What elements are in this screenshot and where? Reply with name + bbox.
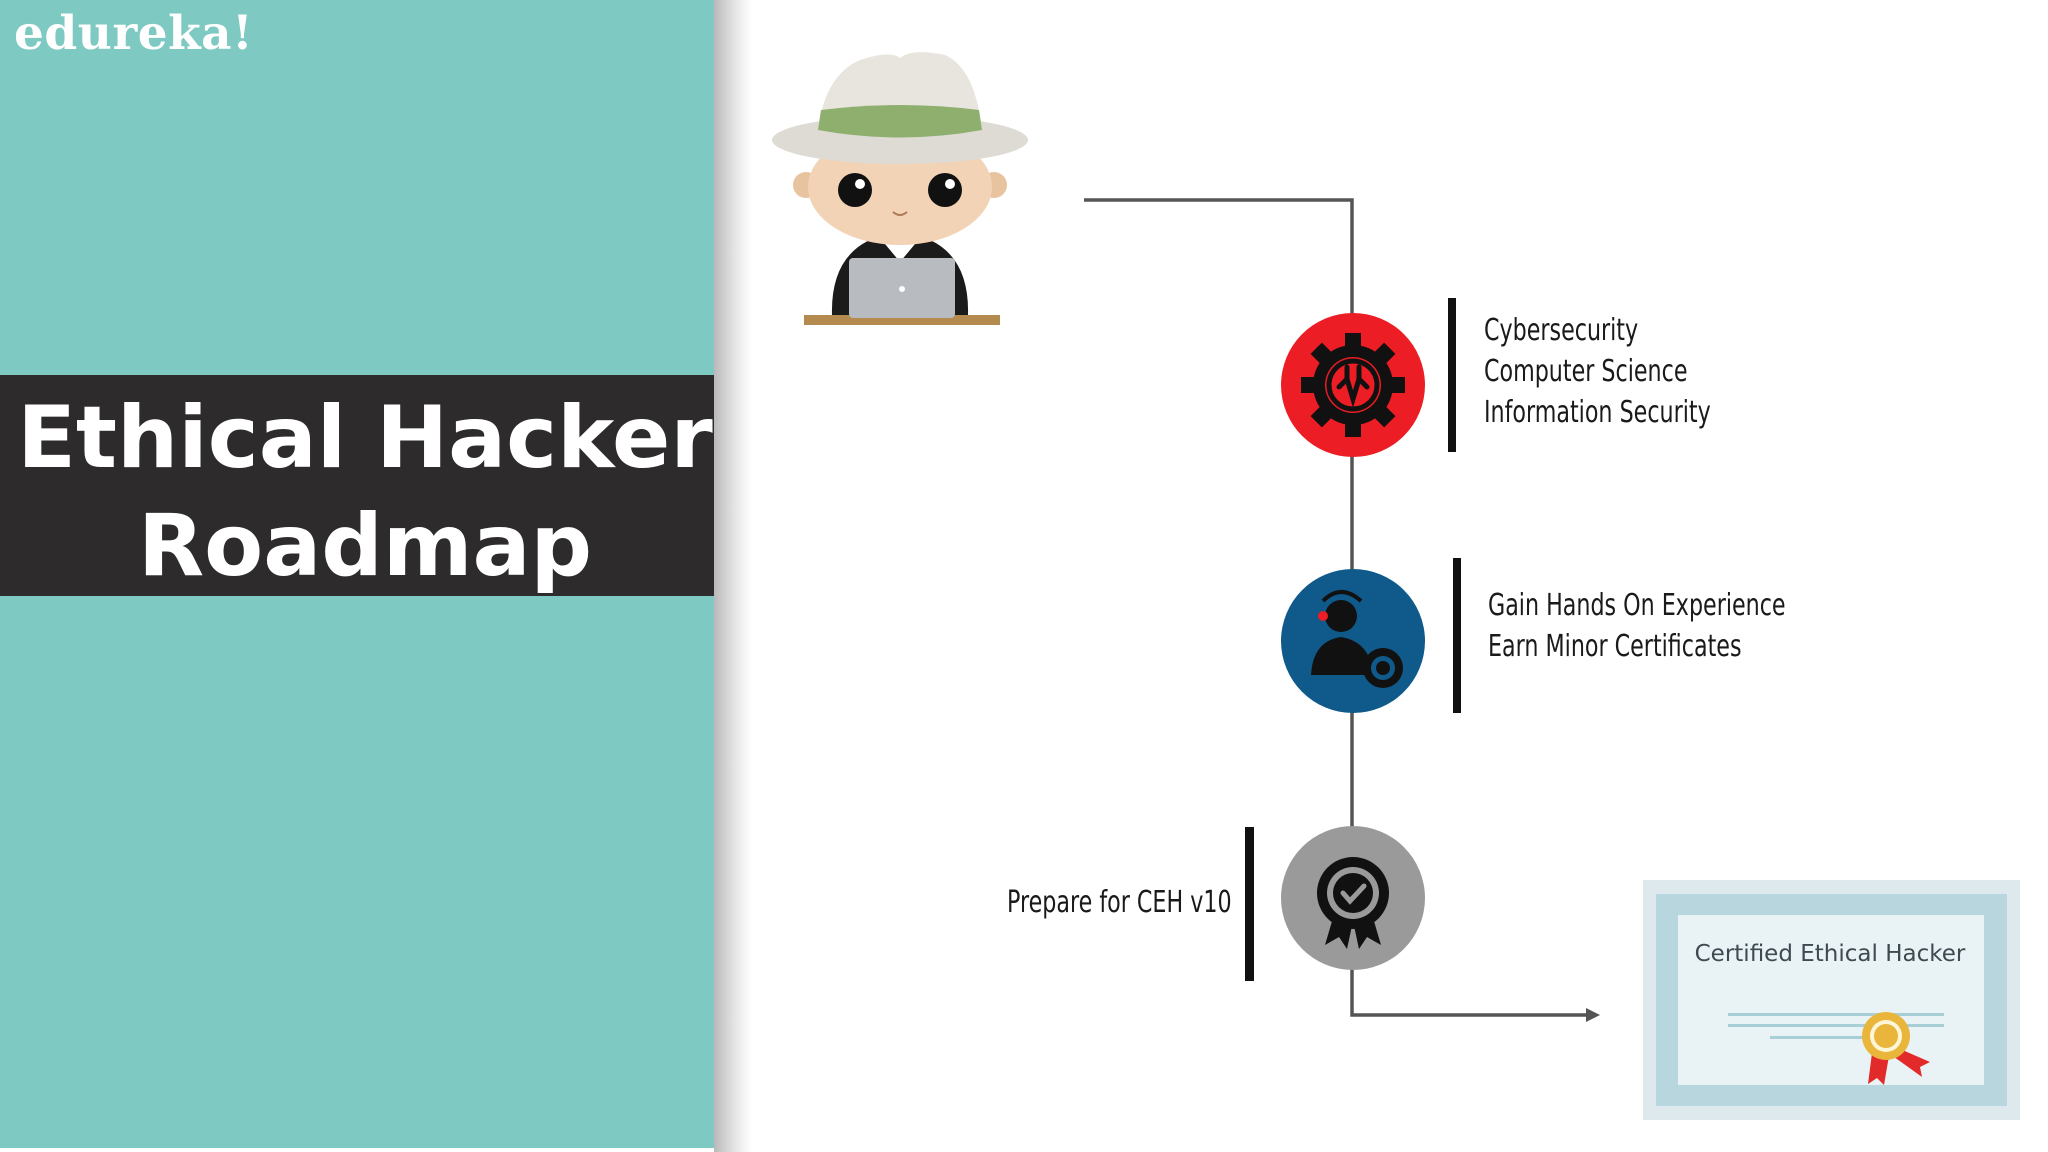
step-3-text: Prepare for CEH v10 <box>1007 882 1232 923</box>
award-seal-icon <box>1862 1012 1930 1085</box>
step-1-line: Computer Science <box>1484 354 1688 389</box>
step-3-line: Prepare for CEH v10 <box>1007 885 1232 920</box>
step-1-node <box>1281 313 1425 457</box>
step-3-divider <box>1245 827 1254 981</box>
hacker-character-icon <box>772 52 1028 325</box>
step-1-line: Cybersecurity <box>1484 313 1639 348</box>
step-2-divider <box>1453 558 1461 713</box>
step-2-node <box>1281 569 1425 713</box>
step-2-line: Gain Hands On Experience <box>1488 588 1786 623</box>
brand-logo: edureka! <box>14 6 254 61</box>
panel-shadow <box>714 0 752 1152</box>
certificate-badge-icon <box>1317 857 1389 949</box>
certificate-image <box>1643 880 2020 1120</box>
step-3-node <box>1281 826 1425 970</box>
arrow-head <box>1586 1008 1600 1022</box>
step-1-divider <box>1448 298 1456 452</box>
step-2-text: Gain Hands On Experience Earn Minor Cert… <box>1488 585 1786 667</box>
title-band <box>0 375 714 596</box>
support-agent-gear-icon <box>1311 590 1403 688</box>
gear-wrench-icon <box>1301 333 1405 437</box>
page-title: Ethical Hacker Roadmap <box>17 388 713 596</box>
step-1-text: Cybersecurity Computer Science Informati… <box>1484 310 1711 433</box>
step-1-line: Information Security <box>1484 395 1711 430</box>
certificate-title: Certified Ethical Hacker <box>1694 941 1966 967</box>
step-2-line: Earn Minor Certificates <box>1488 629 1742 664</box>
